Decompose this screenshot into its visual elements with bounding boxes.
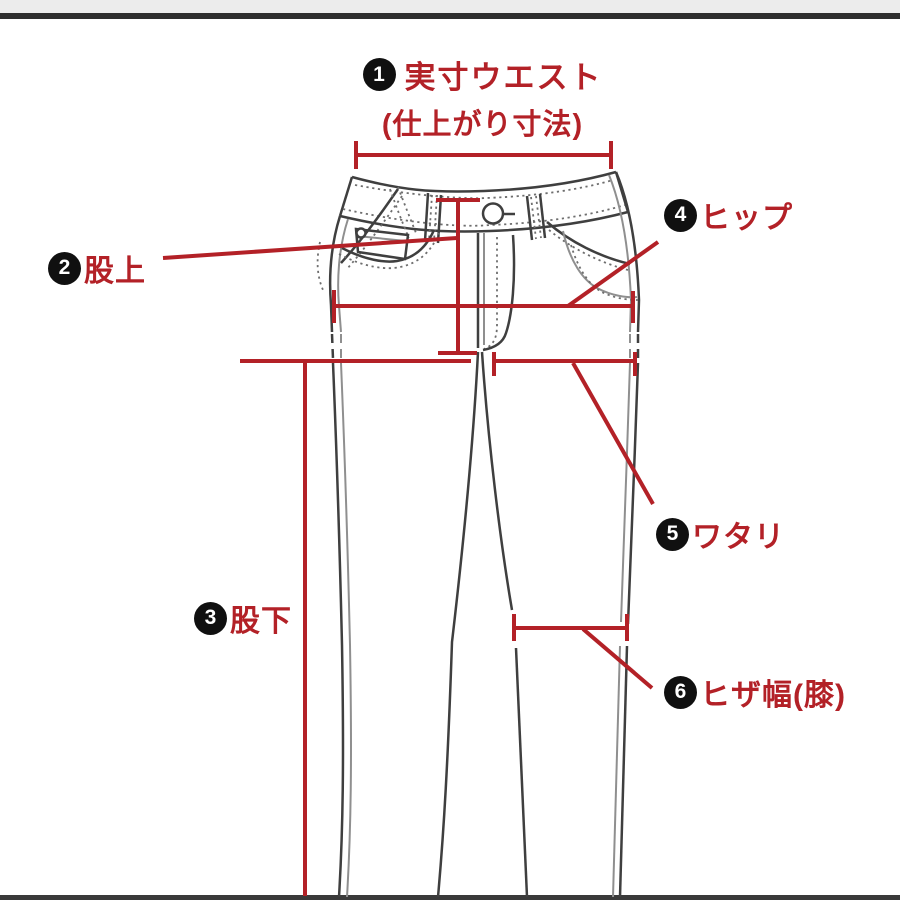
top-gray-strip: [0, 0, 900, 13]
label-rise: 2 股上: [48, 246, 146, 290]
label-rise-text: 股上: [84, 255, 146, 288]
label-hip-text: ヒップ: [700, 202, 793, 235]
top-dark-border: [0, 13, 900, 19]
label-knee-badge: 6: [664, 675, 697, 709]
title-number-badge: 1: [362, 58, 396, 91]
label-thigh-badge: 5: [656, 517, 689, 551]
belt-loop-right: [525, 193, 547, 241]
fly: [476, 233, 516, 352]
label-thigh: 5 ワタリ: [656, 512, 785, 556]
thigh-measure-line: [240, 352, 655, 505]
label-hip-badge: 4: [664, 198, 697, 232]
label-hip: 4 ヒップ: [664, 193, 793, 237]
label-rise-badge: 2: [48, 251, 81, 285]
right-side-seam: [608, 171, 641, 898]
knee-measure-line: [512, 614, 654, 690]
inner-leg-seams: [436, 351, 529, 898]
waist-measure-line: [354, 141, 613, 169]
front-pocket-right: [546, 221, 639, 301]
label-knee: 6 ヒザ幅(膝): [664, 670, 846, 714]
label-inseam: 3 股下: [194, 596, 292, 640]
waist-button: [481, 202, 515, 225]
rise-measure-line: [162, 198, 480, 355]
title-waist: 1 実寸ウエスト (仕上がり寸法): [340, 52, 625, 143]
waistband: [338, 170, 630, 233]
bottom-dark-strip: [0, 895, 900, 900]
label-inseam-text: 股下: [230, 605, 292, 638]
label-thigh-text: ワタリ: [692, 521, 785, 554]
label-inseam-badge: 3: [194, 601, 227, 635]
hip-measure-line: [332, 240, 660, 323]
label-knee-text: ヒザ幅(膝): [700, 679, 846, 712]
title-line1-text: 実寸ウエスト: [404, 60, 603, 95]
title-line2-text: (仕上がり寸法): [381, 109, 584, 141]
belt-loop-left: [423, 192, 443, 244]
